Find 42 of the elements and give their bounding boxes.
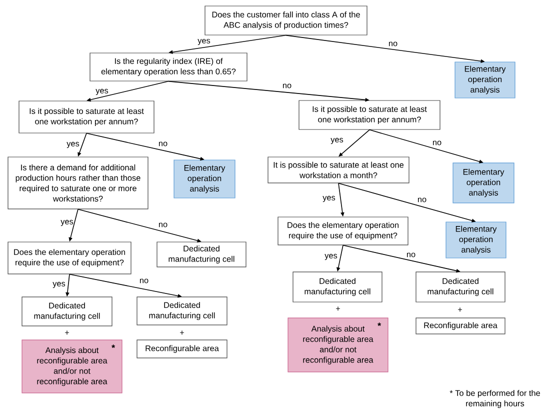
plus-sign: + [458, 308, 462, 312]
edge-label: no [418, 198, 426, 202]
question-box: Is there a demand for additional production hours rather than those required to saturate one or more workstations? [8, 156, 148, 210]
plus-sign: + [180, 330, 184, 335]
question-box: Does the elementary operation require the use of equipment? [8, 242, 132, 274]
edge-label: no [140, 278, 148, 284]
edge-label: no [159, 142, 168, 146]
result-box: Dedicated manufacturing cell [416, 272, 506, 302]
analysis-box: Elementary operation analysis [446, 222, 506, 258]
footnote: * To be performed for the remaining hours [450, 390, 540, 408]
result-box: Dedicated manufacturing cell [136, 296, 228, 326]
edge-label: no [407, 252, 416, 258]
edge-label: yes [60, 220, 74, 226]
analysis-box: Elementary operation analysis [454, 62, 516, 98]
edge-label: no [433, 140, 442, 146]
analysis-box: Elementary operation analysis [452, 162, 514, 204]
edge-label: no [389, 42, 398, 46]
footnote-mark: * [112, 344, 116, 348]
result-box: Dedicated manufacturing cell [292, 272, 382, 302]
plus-sign: + [65, 330, 69, 335]
question-box: Does the elementary operation require the use of equipment? [278, 216, 408, 246]
edge-label: yes [330, 138, 344, 144]
plus-sign: + [336, 306, 340, 311]
analysis-box: Elementary operation analysis [174, 160, 236, 198]
edge-label: yes [66, 142, 80, 148]
edge-label: yes [96, 88, 108, 96]
edge-label: yes [322, 196, 336, 202]
edge-label: no [159, 222, 168, 228]
result-box: Dedicated manufacturing cell [22, 296, 112, 326]
question-box: Does the customer fall into class A of the ABC analysis of production times? [204, 6, 368, 36]
question-box: It is possible to saturate at least one workstation a month? [268, 156, 410, 184]
edge-label: yes [324, 254, 338, 260]
question-box: Is it possible to saturate at least one workstation per annum? [298, 100, 440, 130]
question-box: Is it possible to saturate at least one workstation per annum? [18, 100, 154, 134]
edge-label: yes [198, 38, 210, 46]
result-box: Reconfigurable area [416, 318, 506, 334]
edge-label: no [283, 84, 292, 88]
question-box: Is the regularity index (IRE) of elementary operation less than 0.65? [90, 52, 248, 82]
footnote-mark: * [378, 322, 382, 326]
edge-label: yes [52, 282, 66, 288]
result-box: Reconfigurable area [136, 340, 228, 358]
result-box: Dedicated manufacturing cell [156, 242, 246, 268]
